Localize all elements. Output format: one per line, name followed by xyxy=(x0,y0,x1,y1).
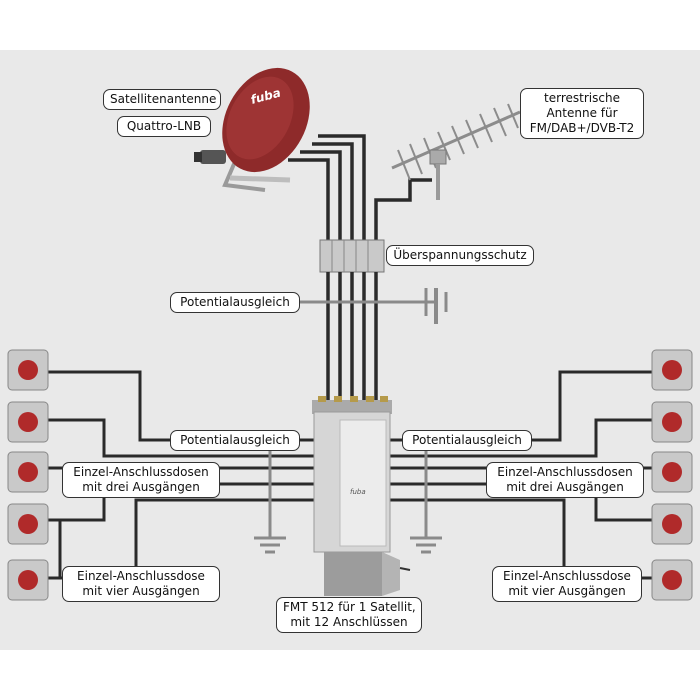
switch-logo: fuba xyxy=(350,488,366,496)
potential-top-text: Potentialausgleich xyxy=(180,295,290,309)
potential-top-label: Potentialausgleich xyxy=(170,292,300,313)
four-right-line-2: mit vier Ausgängen xyxy=(508,584,626,598)
single-left-line-1: Einzel-Anschlussdosen xyxy=(73,465,209,479)
multiswitch-line-1: FMT 512 für 1 Satellit, xyxy=(283,600,416,614)
single-right-line-2: mit drei Ausgängen xyxy=(506,480,624,494)
single-left-line-2: mit drei Ausgängen xyxy=(82,480,200,494)
outlet-icon-left-5 xyxy=(7,559,49,601)
potential-left-label: Potentialausgleich xyxy=(170,430,300,451)
lnb-icon xyxy=(200,150,226,164)
potential-left-text: Potentialausgleich xyxy=(180,433,290,447)
surge-protector xyxy=(319,239,385,273)
multiswitch-line-2: mit 12 Anschlüssen xyxy=(290,615,408,629)
outlet-icon-left-3 xyxy=(7,451,49,493)
single-outlets-left-label: Einzel-Anschlussdosen mit drei Ausgängen xyxy=(62,462,220,498)
single-right-line-1: Einzel-Anschlussdosen xyxy=(497,465,633,479)
quattro-lnb-label: Quattro-LNB xyxy=(117,116,211,137)
outlet-icon-right-2 xyxy=(651,401,693,443)
outlet-icon-right-3 xyxy=(651,451,693,493)
multiswitch-icon: fuba xyxy=(312,396,411,596)
four-right-line-1: Einzel-Anschlussdose xyxy=(503,569,631,583)
single-outlets-right-label: Einzel-Anschlussdosen mit drei Ausgängen xyxy=(486,462,644,498)
satellite-antenna-text: Satellitenantenne xyxy=(110,92,217,106)
terrestrial-antenna-icon xyxy=(391,103,521,200)
four-outlet-right-label: Einzel-Anschlussdose mit vier Ausgängen xyxy=(492,566,642,602)
potential-right-label: Potentialausgleich xyxy=(402,430,532,451)
four-left-line-1: Einzel-Anschlussdose xyxy=(77,569,205,583)
surge-protection-label: Überspannungsschutz xyxy=(386,245,534,266)
terrestrial-line-3: FM/DAB+/DVB-T2 xyxy=(529,121,635,135)
outlet-icon-right-4 xyxy=(651,503,693,545)
terrestrial-antenna-label: terrestrische Antenne für FM/DAB+/DVB-T2 xyxy=(520,88,644,139)
four-left-line-2: mit vier Ausgängen xyxy=(82,584,200,598)
terrestrial-line-2: Antenne für xyxy=(546,106,618,120)
antenna-cables xyxy=(288,134,432,240)
potential-right-text: Potentialausgleich xyxy=(412,433,522,447)
multiswitch-label: FMT 512 für 1 Satellit, mit 12 Anschlüss… xyxy=(276,597,422,633)
four-outlet-left-label: Einzel-Anschlussdose mit vier Ausgängen xyxy=(62,566,220,602)
outlet-icon-right-5 xyxy=(651,559,693,601)
outlet-icon-left-1 xyxy=(7,349,49,391)
top-ground xyxy=(300,288,448,324)
outlet-icon-right-1 xyxy=(651,349,693,391)
satellite-dish-icon: fuba xyxy=(194,67,310,192)
outlet-icon-left-2 xyxy=(7,401,49,443)
satellite-antenna-label: Satellitenantenne xyxy=(103,89,221,110)
surge-protection-text: Überspannungsschutz xyxy=(393,248,527,262)
terrestrial-line-1: terrestrische xyxy=(544,91,620,105)
outlet-icon-left-4 xyxy=(7,503,49,545)
quattro-lnb-text: Quattro-LNB xyxy=(126,119,202,133)
trunk-cables xyxy=(326,272,378,402)
